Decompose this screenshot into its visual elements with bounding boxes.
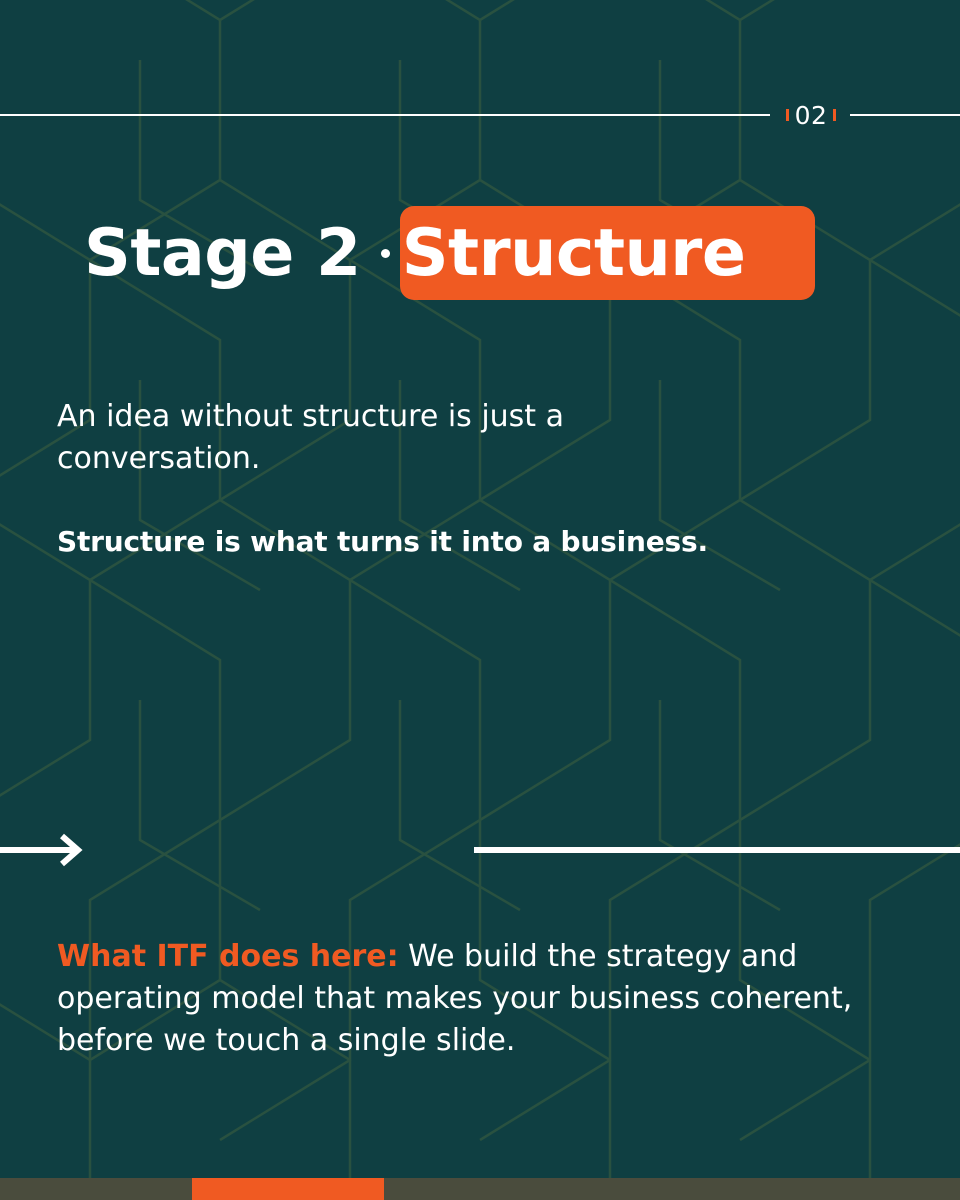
page-tick-left (785, 109, 789, 121)
itf-description-text: We build the strategy and operating mode… (57, 939, 853, 1058)
emphasis-text: Structure is what turns it into a busine… (57, 525, 708, 558)
slide-title: Stage 2 Structure (84, 206, 815, 300)
progress-segment-current (192, 1178, 384, 1200)
progress-bar (0, 1178, 960, 1200)
title-separator-dot (380, 248, 390, 258)
itf-description: What ITF does here: We build the strateg… (57, 936, 917, 1062)
section-divider-line (474, 847, 960, 853)
top-rule-left (0, 114, 770, 116)
top-rule-right (850, 114, 960, 116)
page-tick-right (833, 109, 837, 121)
progress-segment-remaining (384, 1178, 960, 1200)
page-number: 02 (794, 100, 828, 130)
arrow-right-icon (0, 833, 83, 867)
title-highlight-pill: Structure (399, 206, 815, 300)
itf-lead-in: What ITF does here: (57, 939, 399, 974)
intro-text: An idea without structure is just a conv… (57, 399, 564, 476)
title-lead: Stage 2 (84, 215, 361, 291)
progress-segment-completed (0, 1178, 192, 1200)
page-indicator: 02 (778, 98, 844, 132)
